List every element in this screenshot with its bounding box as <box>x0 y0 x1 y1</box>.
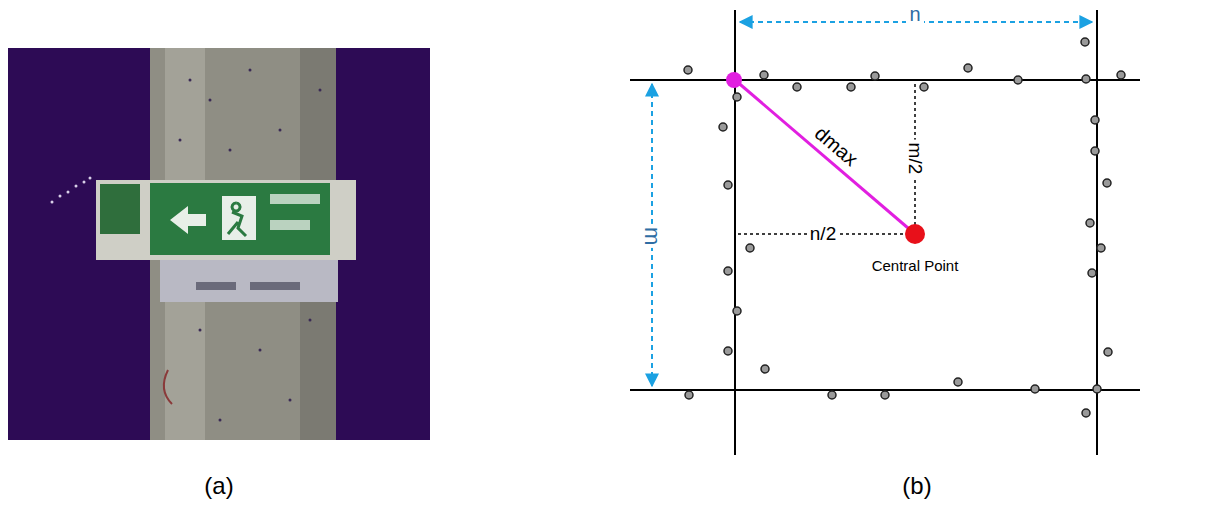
sign-figure-box <box>222 196 256 240</box>
image-background <box>8 48 430 440</box>
half-height-label: m/2 <box>905 139 926 177</box>
half-width-label: n/2 <box>807 224 839 245</box>
corner-point <box>726 72 742 88</box>
point-cloud-image <box>8 48 430 440</box>
central-point <box>905 224 925 244</box>
pillar <box>150 48 336 440</box>
sign-glyphs <box>250 282 300 290</box>
width-label: n <box>906 3 923 25</box>
dmax-line <box>735 80 915 234</box>
white-sign <box>160 260 338 302</box>
sign-glyphs <box>270 220 310 230</box>
stray-points <box>51 177 92 204</box>
panel-label: (a) <box>204 473 233 499</box>
sign-left-panel <box>100 184 140 234</box>
top-line <box>630 79 1140 81</box>
exit-sign <box>150 183 330 255</box>
running-figure <box>228 203 246 236</box>
cloud-points <box>684 38 1125 417</box>
height-label: m <box>640 224 664 248</box>
bounding-grid <box>630 10 1140 455</box>
panel-label: (b) <box>902 473 931 499</box>
sign-glyphs <box>270 194 320 204</box>
dmax-label: dmax <box>808 120 864 172</box>
pillar-mark <box>164 370 172 404</box>
point-label: Central Point <box>872 258 959 275</box>
sign-glyphs <box>196 282 236 290</box>
sign-arrow <box>170 206 206 234</box>
point-gaps <box>179 69 322 422</box>
sign-frame <box>96 180 356 260</box>
